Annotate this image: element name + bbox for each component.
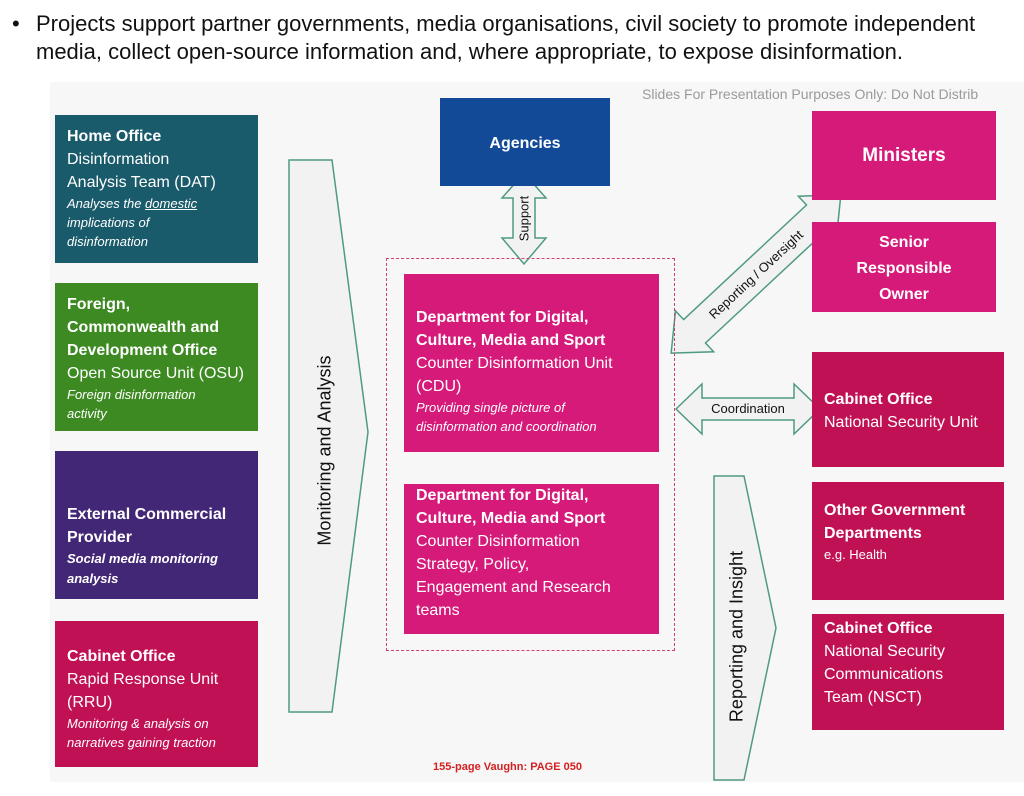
cabinet-nsu-box: Cabinet Office National Security Unit (812, 352, 1004, 467)
home-office-line2: Analysis Team (DAT) (67, 174, 216, 191)
dcms-group-border (386, 258, 675, 651)
cdu-note1: Providing single picture of (416, 400, 565, 415)
external-provider-box: External Commercial Provider Social medi… (55, 451, 258, 599)
strategy-box: Department for Digital, Culture, Media a… (404, 484, 659, 634)
cabinet-rru-line2: (RRU) (67, 694, 113, 711)
sro-line3: Owner (879, 286, 929, 303)
footer-page-label: 155-page Vaughn: PAGE 050 (433, 761, 582, 773)
external-note2: analysis (67, 571, 119, 586)
home-office-note-a: Analyses the (67, 196, 146, 211)
sro-line2: Responsible (856, 260, 952, 277)
cdu-box: Department for Digital, Culture, Media a… (404, 274, 659, 452)
monitoring-arrow (288, 159, 369, 713)
strategy-title2: Culture, Media and Sport (416, 510, 606, 527)
fcdo-unit: Open Source Unit (OSU) (67, 365, 244, 382)
cabinet-nsu-line1: National Security Unit (824, 414, 978, 431)
cabinet-nsct-line3: Team (NSCT) (824, 689, 922, 706)
home-office-line1: Disinformation (67, 151, 170, 168)
home-office-note-b: implications of (67, 215, 150, 230)
cabinet-rru-box: Cabinet Office Rapid Response Unit (RRU)… (55, 621, 258, 767)
ministers-box: Ministers (812, 111, 996, 200)
cabinet-nsct-title: Cabinet Office (824, 620, 933, 637)
strategy-line4: teams (416, 602, 460, 619)
cdu-line2: (CDU) (416, 378, 462, 395)
home-office-box: Home Office Disinformation Analysis Team… (55, 115, 258, 263)
strategy-line1: Counter Disinformation (416, 533, 580, 550)
cdu-title1: Department for Digital, (416, 309, 589, 326)
cabinet-rru-note2: narratives gaining traction (67, 735, 216, 750)
cdu-note2: disinformation and coordination (416, 419, 597, 434)
home-office-title: Home Office (67, 128, 162, 145)
ministers-label: Ministers (862, 145, 946, 166)
cdu-line1: Counter Disinformation Unit (416, 355, 613, 372)
cabinet-rru-line1: Rapid Response Unit (67, 671, 219, 688)
home-office-note: Analyses the domestic (67, 194, 246, 213)
monitoring-label: Monitoring and Analysis (314, 355, 335, 546)
strategy-line3: Engagement and Research (416, 579, 611, 596)
support-label: Support (516, 195, 532, 242)
ogd-title1: Other Government (824, 502, 966, 519)
cdu-title2: Culture, Media and Sport (416, 332, 606, 349)
agencies-box: Agencies (440, 98, 610, 186)
ogd-title2: Departments (824, 525, 922, 542)
cabinet-nsct-line1: National Security (824, 643, 945, 660)
external-title1: External Commercial (67, 506, 227, 523)
fcdo-note1: Foreign disinformation (67, 387, 196, 402)
agencies-label: Agencies (489, 135, 561, 152)
fcdo-title3: Development Office (67, 342, 218, 359)
bullet-line-2: media, collect open-source information a… (36, 39, 904, 64)
fcdo-note2: activity (67, 406, 107, 421)
external-note1: Social media monitoring (67, 551, 218, 566)
strategy-line2: Strategy, Policy, (416, 556, 530, 573)
fcdo-title2: Commonwealth and (67, 319, 220, 336)
sro-box: Senior Responsible Owner (812, 222, 996, 312)
sro-line1: Senior (879, 234, 929, 251)
cabinet-rru-title: Cabinet Office (67, 648, 176, 665)
bullet-symbol: • (12, 11, 20, 36)
bullet-line-1: Projects support partner governments, me… (36, 11, 976, 36)
reporting-insight-label: Reporting and Insight (726, 550, 747, 723)
home-office-note-underlined: domestic (145, 196, 198, 211)
cabinet-nsct-line2: Communications (824, 666, 944, 683)
ogd-box: Other Government Departments e.g. Health (812, 482, 1004, 600)
bullet-text: • Projects support partner governments, m… (12, 10, 1022, 66)
strategy-title1: Department for Digital, (416, 487, 589, 504)
support-arrow (500, 171, 548, 266)
external-title2: Provider (67, 529, 132, 546)
watermark: Slides For Presentation Purposes Only: D… (642, 86, 979, 102)
cabinet-nsct-box: Cabinet Office National Security Communi… (812, 614, 1004, 730)
ogd-note: e.g. Health (824, 547, 887, 562)
fcdo-box: Foreign, Commonwealth and Development Of… (55, 283, 258, 431)
reporting-insight-arrow (713, 475, 777, 781)
home-office-note-c: disinformation (67, 234, 148, 249)
cabinet-rru-note1: Monitoring & analysis on (67, 716, 209, 731)
fcdo-title1: Foreign, (67, 296, 131, 313)
coordination-label: Coordination (711, 401, 785, 416)
cabinet-nsu-title: Cabinet Office (824, 391, 933, 408)
